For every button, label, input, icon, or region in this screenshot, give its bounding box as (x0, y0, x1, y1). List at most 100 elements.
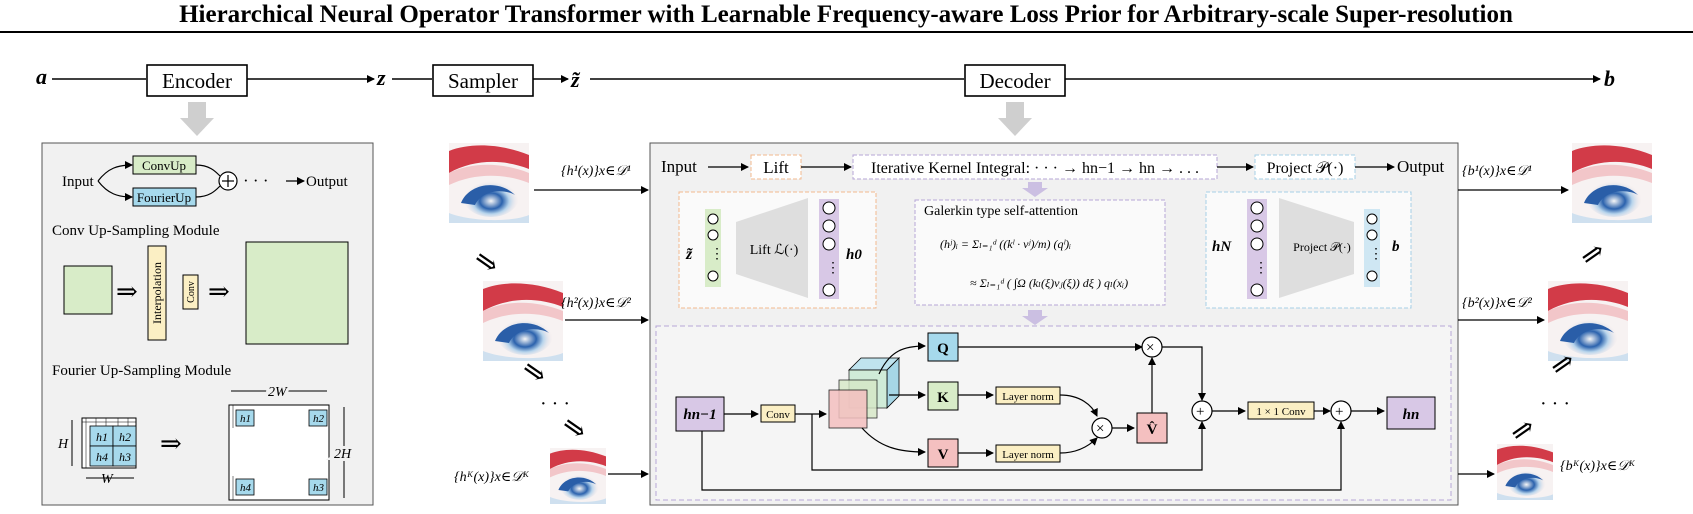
vector-node (707, 270, 719, 282)
q-label: Q (937, 341, 949, 357)
left-h2-label: {h²(x)}x∈𝒟² (561, 296, 632, 311)
fourier-h2: h2 (119, 430, 131, 444)
layernorm-k-label: Layer norm (1002, 391, 1054, 403)
vector-node (1250, 283, 1264, 297)
right-dots: · · · (1540, 393, 1570, 415)
hn1-box[interactable] (675, 396, 725, 432)
skip-connection (701, 421, 1345, 491)
vector-dots: ⋮ (826, 261, 840, 276)
v-box[interactable] (927, 438, 959, 468)
vhat-box[interactable] (1136, 412, 1168, 444)
iterative-box[interactable] (852, 154, 1218, 180)
implies-arrow-icon: ⇒ (208, 277, 230, 306)
project-trapezoid (1279, 198, 1354, 298)
convup-label: ConvUp (142, 158, 186, 173)
hn1-label: hn−1 (683, 407, 716, 423)
k-box[interactable] (927, 381, 959, 411)
v-label: V (938, 447, 949, 463)
conv-small-square (63, 265, 113, 315)
lift-trapezoid (736, 198, 808, 298)
qkv-cube-icon (828, 357, 900, 429)
fourier-h3: h3 (119, 450, 131, 464)
fourier-2W: 2W (268, 385, 288, 400)
vector-node (1250, 237, 1264, 251)
q-box[interactable] (927, 332, 959, 362)
fourier-big-h4: h4 (240, 482, 252, 494)
fourier-H: H (57, 437, 69, 452)
right-b2-label: {b²(x)}x∈𝒟² (1462, 296, 1533, 311)
fourier-big-h3: h3 (313, 482, 325, 494)
vector-node (822, 237, 836, 251)
interpolation-box[interactable] (147, 245, 167, 341)
project-op-label: Project 𝒫(·) (1293, 240, 1351, 254)
add-glyph: + (1196, 404, 1204, 420)
galerkin-down-arrow-icon (1022, 182, 1048, 197)
vector-node (822, 283, 836, 297)
conv-label: Conv (766, 409, 790, 421)
encoder-box[interactable] (146, 64, 248, 97)
left-dots: · · · (540, 393, 570, 415)
fluid-image-h1 (449, 143, 529, 223)
fourier-module-title: Fourier Up-Sampling Module (52, 363, 231, 379)
fourierup-label: FourierUp (137, 190, 191, 205)
vector-node (1366, 213, 1378, 225)
project-label: Project 𝒫(·) (1267, 160, 1344, 177)
vector-node (1366, 270, 1378, 282)
vhat-label: V̂ (1147, 421, 1158, 438)
lift-h0-label: h0 (846, 247, 862, 263)
decoder-box[interactable] (964, 64, 1066, 97)
enc-output-label: Output (306, 174, 349, 190)
galerkin-eq2: ≈ Σₗ₌₁ᵈ ( ∫Ω (kₗ(ξ)vⱼ(ξ)) dξ ) qₗ(xᵢ) (970, 276, 1128, 290)
fourier-big-h2: h2 (313, 413, 325, 425)
edge (1059, 394, 1098, 417)
fourier-big-h1: h1 (240, 413, 251, 425)
vector-dots: ⋮ (1254, 261, 1268, 276)
lift-label: Lift (763, 158, 789, 177)
skip-connection (811, 414, 1206, 471)
hn-box[interactable] (1386, 396, 1436, 430)
sampler-label: Sampler (448, 69, 518, 93)
enc-dots: · · · (243, 171, 268, 190)
project-hN-label: hN (1212, 239, 1232, 255)
edge (861, 427, 926, 456)
fourier-h1: h1 (96, 430, 108, 444)
conv-large-square (245, 241, 349, 345)
decoder-label: Decoder (979, 69, 1050, 93)
vector-node (707, 229, 719, 241)
project-b-vector (1364, 209, 1380, 287)
edge (195, 185, 221, 198)
conv-module-title: Conv Up-Sampling Module (52, 223, 220, 239)
dec-output-label: Output (1397, 157, 1445, 176)
encoder-label: Encoder (162, 69, 232, 93)
left-h1-label: {h¹(x)}x∈𝒟¹ (561, 164, 631, 179)
left-implies-arrow-icon: ⇒ (468, 243, 505, 282)
conv-mini-label: Conv (186, 281, 197, 303)
dec-input-label: Input (661, 157, 697, 176)
fourier-small-grid (81, 417, 137, 469)
iterative-label: Iterative Kernel Integral: · · · → hn−1 … (871, 160, 1199, 177)
right-b1-label: {b¹(x)}x∈𝒟¹ (1462, 164, 1532, 179)
vector-node (1250, 219, 1264, 233)
sampler-box[interactable] (432, 64, 534, 97)
galerkin-eq1: (hʲ)ᵢ = Σₗ₌₁ᵈ ((kˡ · vʲ)/m) (qˡ)ᵢ (940, 237, 1071, 251)
edge (1059, 437, 1098, 454)
fourier-W: W (101, 472, 114, 487)
page-title: Hierarchical Neural Operator Transformer… (179, 1, 1513, 28)
implies-arrow-icon: ⇒ (116, 277, 138, 306)
vector-node (707, 213, 719, 225)
fluid-image-b1 (1572, 143, 1652, 223)
pipeline-input: a (36, 64, 47, 89)
decoder-down-arrow-icon (998, 102, 1032, 136)
edge (878, 342, 926, 375)
add-glyph: + (1335, 404, 1343, 420)
vector-node (822, 201, 836, 215)
interpolation-label: Interpolation (150, 262, 164, 324)
edge (97, 180, 133, 201)
enc-input-label: Input (62, 174, 94, 190)
galerkin-down-arrow-icon (1022, 310, 1048, 325)
edge (97, 161, 133, 182)
conv-mini-box[interactable] (182, 274, 199, 310)
multiply-glyph: × (1146, 340, 1154, 356)
